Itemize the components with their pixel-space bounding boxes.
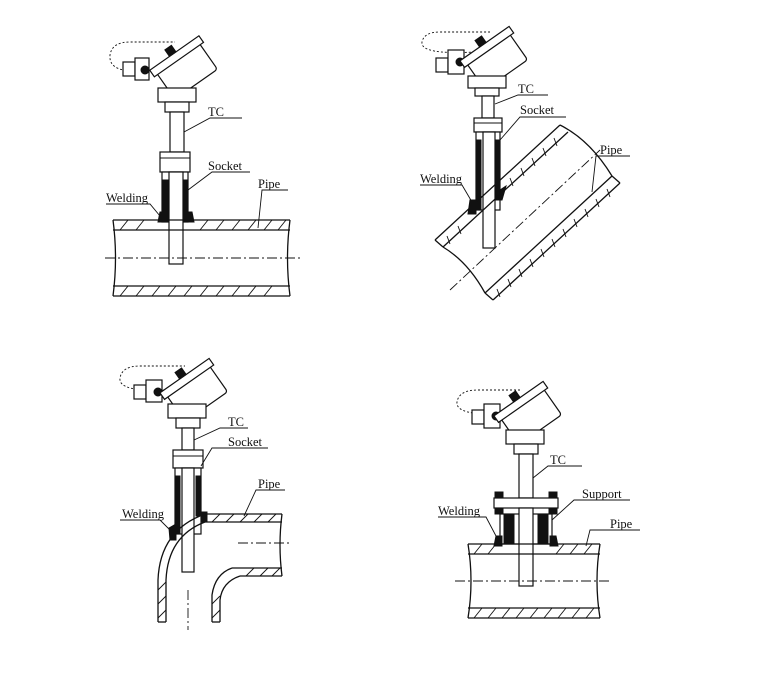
label-welding: Welding bbox=[420, 172, 463, 186]
label-tc: TC bbox=[550, 453, 566, 467]
tc-stem bbox=[181, 427, 195, 451]
tc-stem bbox=[481, 95, 495, 119]
panel-support-pipe: TC Support Pipe Welding bbox=[438, 380, 640, 619]
label-pipe: Pipe bbox=[258, 477, 281, 491]
terminal-head bbox=[119, 357, 228, 429]
tc-probe bbox=[181, 467, 195, 573]
pipe bbox=[455, 535, 610, 619]
tc-probe bbox=[168, 171, 184, 265]
label-welding: Welding bbox=[106, 191, 149, 205]
pipe bbox=[157, 511, 290, 630]
pipe bbox=[105, 211, 300, 297]
label-socket: Socket bbox=[228, 435, 263, 449]
label-socket: Socket bbox=[208, 159, 243, 173]
label-pipe: Pipe bbox=[610, 517, 633, 531]
panel-straight-pipe: TC Socket Pipe Welding bbox=[105, 35, 300, 297]
label-tc: TC bbox=[208, 105, 224, 119]
label-welding: Welding bbox=[122, 507, 165, 521]
terminal-head bbox=[456, 380, 562, 455]
label-pipe: Pipe bbox=[258, 177, 281, 191]
label-socket: Socket bbox=[520, 103, 555, 117]
terminal-head bbox=[421, 25, 528, 97]
label-tc: TC bbox=[228, 415, 244, 429]
tc-stem bbox=[169, 111, 185, 153]
label-welding: Welding bbox=[438, 504, 481, 518]
panel-inclined-pipe: TC Socket Pipe Welding bbox=[420, 25, 630, 301]
label-tc: TC bbox=[518, 82, 534, 96]
pipe bbox=[434, 124, 621, 301]
label-pipe: Pipe bbox=[600, 143, 623, 157]
label-support: Support bbox=[582, 487, 622, 501]
terminal-head bbox=[109, 35, 217, 113]
panel-elbow-pipe: TC Socket Pipe Welding bbox=[119, 357, 290, 630]
tc-probe bbox=[518, 507, 534, 587]
tc-stem bbox=[518, 453, 534, 499]
